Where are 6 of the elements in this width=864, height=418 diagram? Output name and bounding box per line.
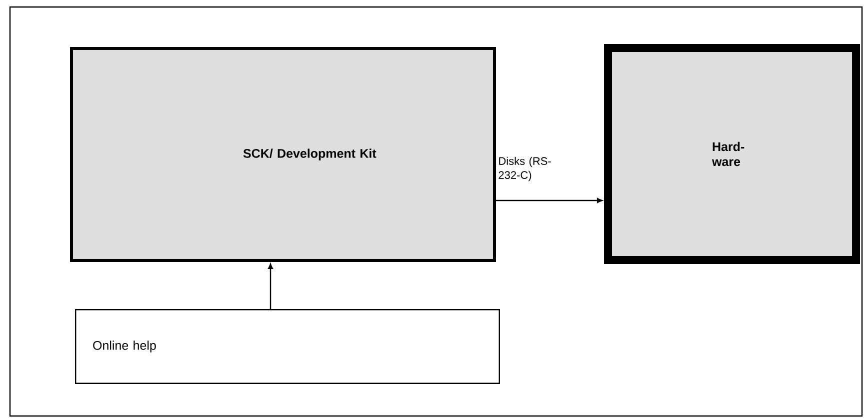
process-box: Hard- ware bbox=[604, 44, 860, 264]
arrow bbox=[496, 198, 602, 203]
arrow bbox=[268, 264, 273, 309]
process-box: SCK/ Development Kit bbox=[70, 47, 496, 262]
edge-label: Disks (RS-232-C) bbox=[497, 156, 562, 182]
process-box: Online help bbox=[75, 309, 500, 384]
